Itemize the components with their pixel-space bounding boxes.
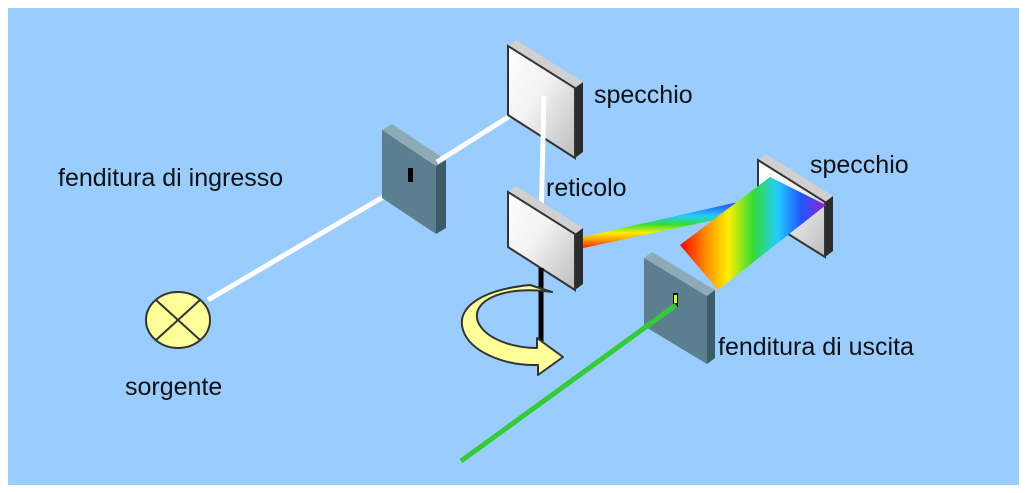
label-source: sorgente — [125, 373, 222, 401]
output-beam — [459, 302, 678, 464]
label-entrance-slit: fenditura di ingresso — [58, 164, 283, 192]
grating — [507, 186, 583, 292]
curved-rotation-arrow-icon — [460, 284, 564, 376]
lamp-cross-circle-icon — [145, 291, 211, 349]
label-top-mirror: specchio — [594, 81, 693, 109]
white-beam-source-to-slit — [206, 177, 414, 303]
entrance-slit — [382, 124, 446, 234]
label-right-mirror: specchio — [810, 151, 909, 179]
exit-slit — [644, 252, 715, 364]
label-exit-slit: fenditura di uscita — [718, 333, 914, 361]
dispersed-beam-mirror-to-exit — [680, 177, 826, 290]
label-grating: reticolo — [546, 174, 627, 202]
